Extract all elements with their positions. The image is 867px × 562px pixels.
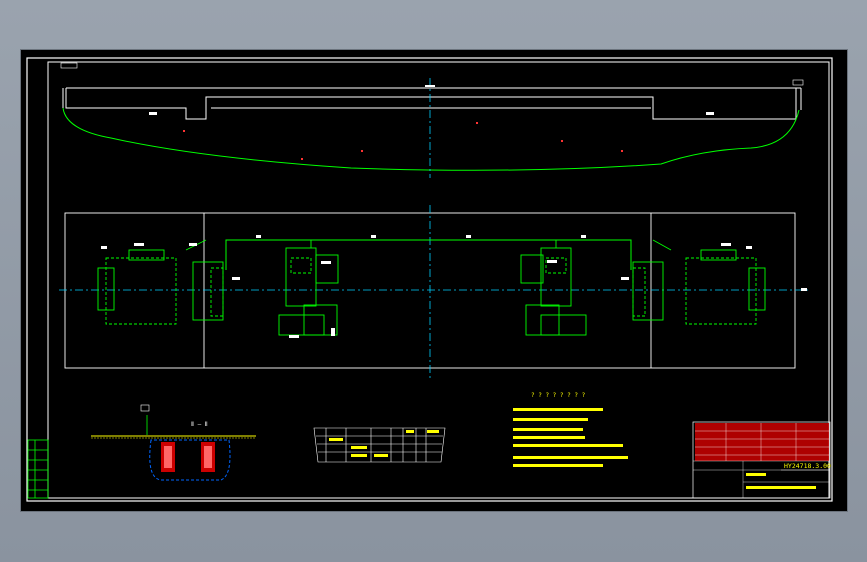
plan-labels xyxy=(101,235,807,338)
plan-top-line xyxy=(225,239,632,270)
title-block-icon: HY24718.3.00 xyxy=(692,421,831,499)
cad-viewport[interactable]: Ⅱ — Ⅱ xyxy=(21,50,847,511)
beam-elevation xyxy=(62,87,802,120)
drawing-number: HY24718.3.00 xyxy=(784,462,831,470)
sheet-border xyxy=(26,57,833,502)
right-pier xyxy=(520,240,587,336)
section-detail: Ⅱ — Ⅱ xyxy=(91,404,256,481)
beam-dimension-marks xyxy=(60,62,804,115)
right-bearing-block xyxy=(632,239,766,325)
section-label: Ⅱ — Ⅱ xyxy=(191,421,208,428)
parts-table-fill xyxy=(329,430,439,457)
parts-table xyxy=(313,427,446,463)
left-pier xyxy=(278,240,339,336)
notes-heading: ? ? ? ? ? ? ? ? xyxy=(531,392,586,399)
cad-drawing: Ⅱ — Ⅱ xyxy=(26,57,833,502)
revision-stamp-icon xyxy=(27,439,49,499)
notes-lines xyxy=(513,408,628,467)
drawing-frame xyxy=(47,61,830,499)
beam-bottom-curve xyxy=(62,107,800,171)
beam-red-ticks xyxy=(183,122,623,160)
